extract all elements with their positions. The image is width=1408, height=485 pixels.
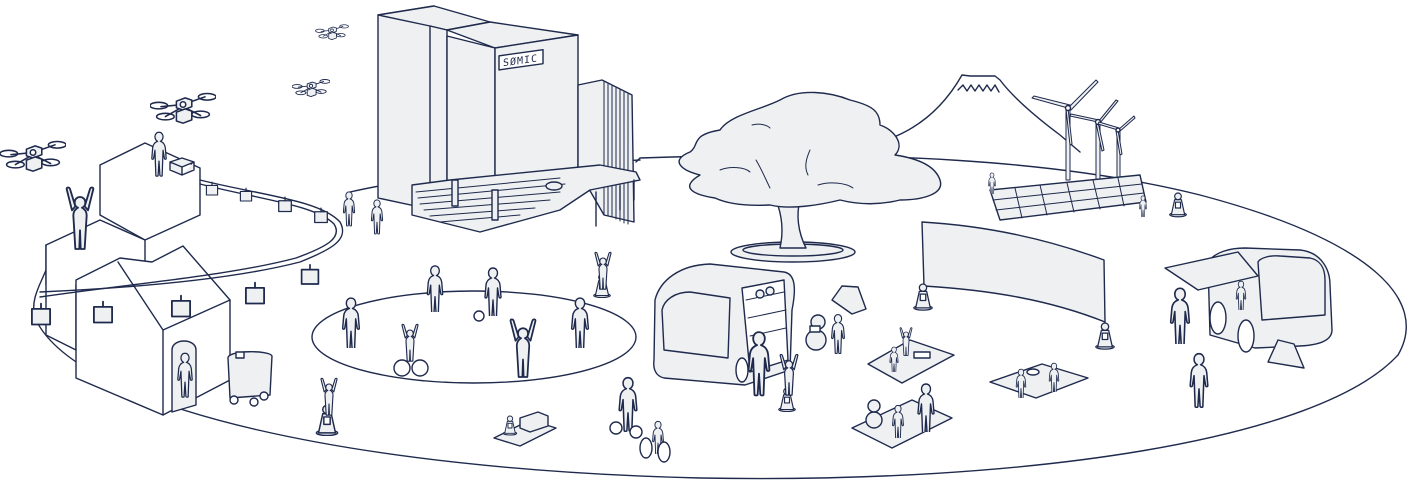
robot-cheering — [315, 377, 339, 436]
person-walking — [1189, 352, 1209, 408]
child-waving — [831, 314, 845, 354]
delivery-drone — [292, 79, 330, 98]
delivery-robot — [227, 351, 273, 407]
banner-screen — [913, 221, 1115, 350]
monorail — [30, 179, 344, 326]
mobile-shop-van — [653, 263, 799, 412]
segway-rider — [609, 376, 643, 439]
delivery-drone — [150, 92, 216, 124]
robot-cheering — [779, 353, 799, 396]
a-frame-sign — [831, 285, 867, 315]
player-cheering — [509, 318, 537, 378]
wind-turbines — [1031, 79, 1136, 181]
player — [426, 265, 444, 312]
somic-building: SØMIC — [377, 5, 641, 233]
wind-turbine — [1031, 79, 1099, 181]
delivery-drone — [0, 140, 66, 172]
mountain — [879, 74, 1081, 153]
picnic-mat — [867, 327, 955, 384]
picnic-mat — [989, 362, 1089, 399]
cargo-robot — [493, 411, 557, 447]
person-standing — [370, 199, 384, 235]
picnic-mat — [851, 383, 953, 449]
package-box — [169, 157, 195, 176]
building-logo: SØMIC — [503, 52, 538, 69]
customer-walking — [1169, 287, 1191, 344]
sports-field — [311, 265, 637, 384]
wheelchair-user — [639, 420, 671, 463]
solar-panel — [988, 172, 1147, 221]
tree — [678, 91, 942, 263]
player — [484, 267, 502, 316]
person-standing — [342, 191, 356, 227]
robot-cone — [1168, 192, 1188, 218]
snowman-robot — [805, 314, 827, 351]
a-frame-sign — [1267, 339, 1305, 369]
wind-turbine — [1097, 115, 1136, 181]
robot-cheering — [593, 251, 612, 298]
food-truck — [1164, 247, 1333, 369]
delivery-drone — [315, 24, 349, 40]
soccer-ball — [473, 310, 485, 322]
wind-turbine — [1069, 99, 1119, 181]
player — [570, 297, 590, 348]
wheelchair-player — [393, 323, 429, 377]
